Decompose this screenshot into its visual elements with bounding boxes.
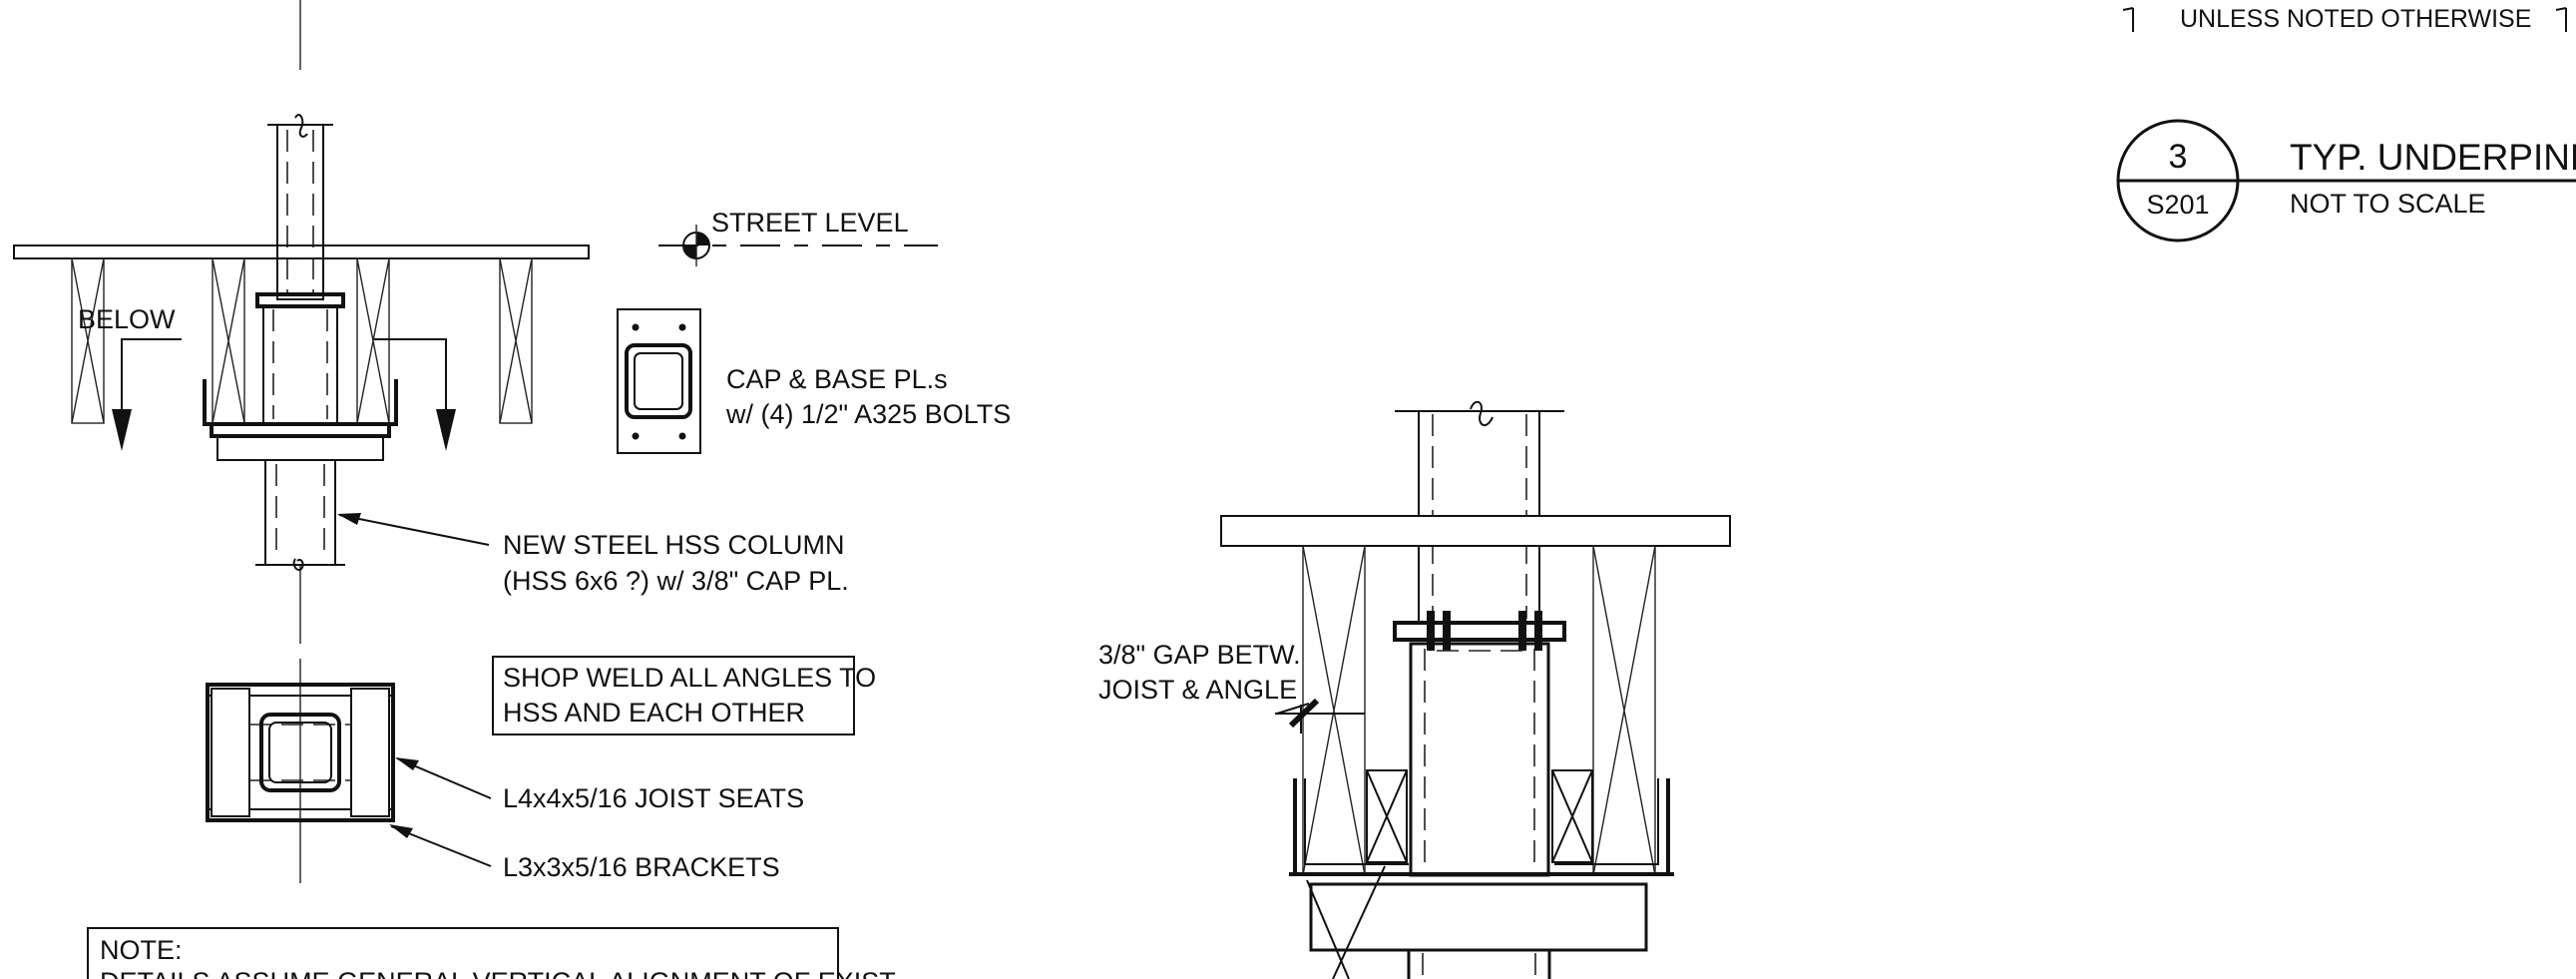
brackets-leader-arrow — [389, 824, 413, 838]
bolt-hole — [678, 323, 686, 331]
plate-outline — [617, 308, 701, 454]
column-leader-line — [338, 514, 490, 546]
detail-sheet-reference: S201 — [2146, 190, 2209, 220]
below-label: BELOW — [78, 304, 176, 334]
note-heading: NOTE: — [100, 935, 183, 965]
detail-number: 3 — [2169, 138, 2188, 176]
hss-section-outer — [625, 343, 692, 419]
bracket-plan-outline — [206, 683, 395, 822]
left-elevation: BELOW NEW STEEL HSS COLUMN (HSS 6x6 ?) w… — [13, 0, 849, 644]
note-body: DETAILS ASSUME GENERAL VERTICAL ALIGNMEN… — [100, 967, 900, 979]
below-arrow-left-line — [121, 338, 182, 419]
joist-seat-plan: L4x4x5/16 JOIST SEATS L3x3x5/16 BRACKETS — [206, 659, 804, 883]
joist-seat-angle-right — [371, 379, 398, 426]
new-column-label-line2: (HSS 6x6 ?) w/ 3/8" CAP PL. — [503, 566, 849, 596]
cap-base-label-line2: w/ (4) 1/2" A325 BOLTS — [725, 399, 1011, 429]
detail-title-block: 3 S201 TYP. UNDERPINN NOT TO SCALE — [2116, 119, 2576, 243]
base-bracket-block — [1309, 882, 1648, 952]
joist-right-outer — [499, 257, 533, 424]
new-hss-column-upper — [262, 305, 338, 425]
below-arrow-right-head — [436, 409, 456, 451]
cap-bolt — [1443, 611, 1451, 651]
bolt-hole — [678, 432, 686, 440]
hss-plan-inner — [268, 722, 332, 783]
joist-seats-label: L4x4x5/16 JOIST SEATS — [503, 783, 804, 813]
angle-inner-line — [1554, 778, 1659, 865]
base-plate — [210, 422, 391, 438]
angle-left — [211, 688, 250, 817]
street-level-marker: STREET LEVEL — [658, 208, 938, 266]
joist-right — [1592, 545, 1656, 876]
sheet-note: UNLESS NOTED OTHERWISE — [2122, 5, 2567, 33]
break-symbol-top — [294, 114, 308, 138]
joist-left — [1302, 545, 1366, 876]
shop-weld-box — [492, 656, 855, 735]
bottom-leader-line — [1306, 879, 1350, 979]
shop-weld-line2: HSS AND EACH OTHER — [503, 698, 805, 728]
floor-beam — [1220, 515, 1731, 547]
gap-label-line1: 3/8" GAP BETW. — [1098, 640, 1301, 670]
gap-label-line2: JOIST & ANGLE — [1098, 675, 1297, 705]
center-elevation: 3/8" GAP BETW. JOIST & ANGLE — [1098, 400, 1731, 979]
note-frame — [87, 927, 839, 979]
column-leader-arrow — [337, 513, 361, 525]
cap-base-plate-plan: CAP & BASE PL.s w/ (4) 1/2" A325 BOLTS — [617, 308, 1011, 454]
note-bracket-left — [2122, 7, 2134, 32]
cap-bolt — [1427, 611, 1435, 651]
new-hss-column — [1409, 642, 1550, 877]
joist-left-inner — [212, 257, 245, 424]
brackets-label: L3x3x5/16 BRACKETS — [503, 852, 780, 882]
seat-blocking-right — [1551, 769, 1593, 863]
below-arrow-right-line — [374, 338, 447, 419]
shop-weld-line1: SHOP WELD ALL ANGLES TO — [503, 663, 876, 693]
unless-noted-otherwise-text: UNLESS NOTED OTHERWISE — [2180, 5, 2531, 33]
floor-beam — [13, 245, 590, 259]
joist-left-outer — [71, 257, 105, 424]
joist-right-inner — [356, 257, 390, 424]
gap-marker — [1288, 698, 1320, 729]
hss-section-inner — [634, 352, 683, 410]
bolt-hole — [632, 432, 640, 440]
note-bracket-right — [2555, 7, 2567, 32]
shop-weld-callout: SHOP WELD ALL ANGLES TO HSS AND EACH OTH… — [492, 656, 876, 735]
existing-column-upper — [276, 124, 324, 300]
angle-right — [350, 688, 390, 817]
hss-plan-outer — [259, 713, 341, 792]
bolt-hole — [632, 323, 640, 331]
gap-leader-tick — [1276, 703, 1310, 715]
column-break-symbol — [1470, 400, 1494, 427]
detail-title: TYP. UNDERPINN — [2290, 137, 2576, 178]
joist-seat-angle-right — [1554, 778, 1670, 876]
break-symbol-bottom — [292, 558, 304, 571]
street-level-label: STREET LEVEL — [711, 208, 909, 238]
bottom-leader-line — [1332, 865, 1386, 979]
cap-plate — [1393, 621, 1566, 642]
below-arrow-left-head — [112, 409, 132, 451]
cap-bolt — [1518, 611, 1526, 651]
cap-bolt — [1534, 611, 1542, 651]
seat-blocking-left — [1366, 769, 1408, 863]
note-box: NOTE: DETAILS ASSUME GENERAL VERTICAL AL… — [87, 927, 900, 979]
detail-scale: NOT TO SCALE — [2290, 189, 2486, 219]
angle-inner-line — [1304, 778, 1409, 865]
cap-base-label-line1: CAP & BASE PL.s — [726, 364, 948, 394]
base-bracket-block — [216, 435, 384, 461]
joist-seat-leader-arrow — [395, 757, 419, 770]
new-column-label-line1: NEW STEEL HSS COLUMN — [503, 530, 845, 560]
